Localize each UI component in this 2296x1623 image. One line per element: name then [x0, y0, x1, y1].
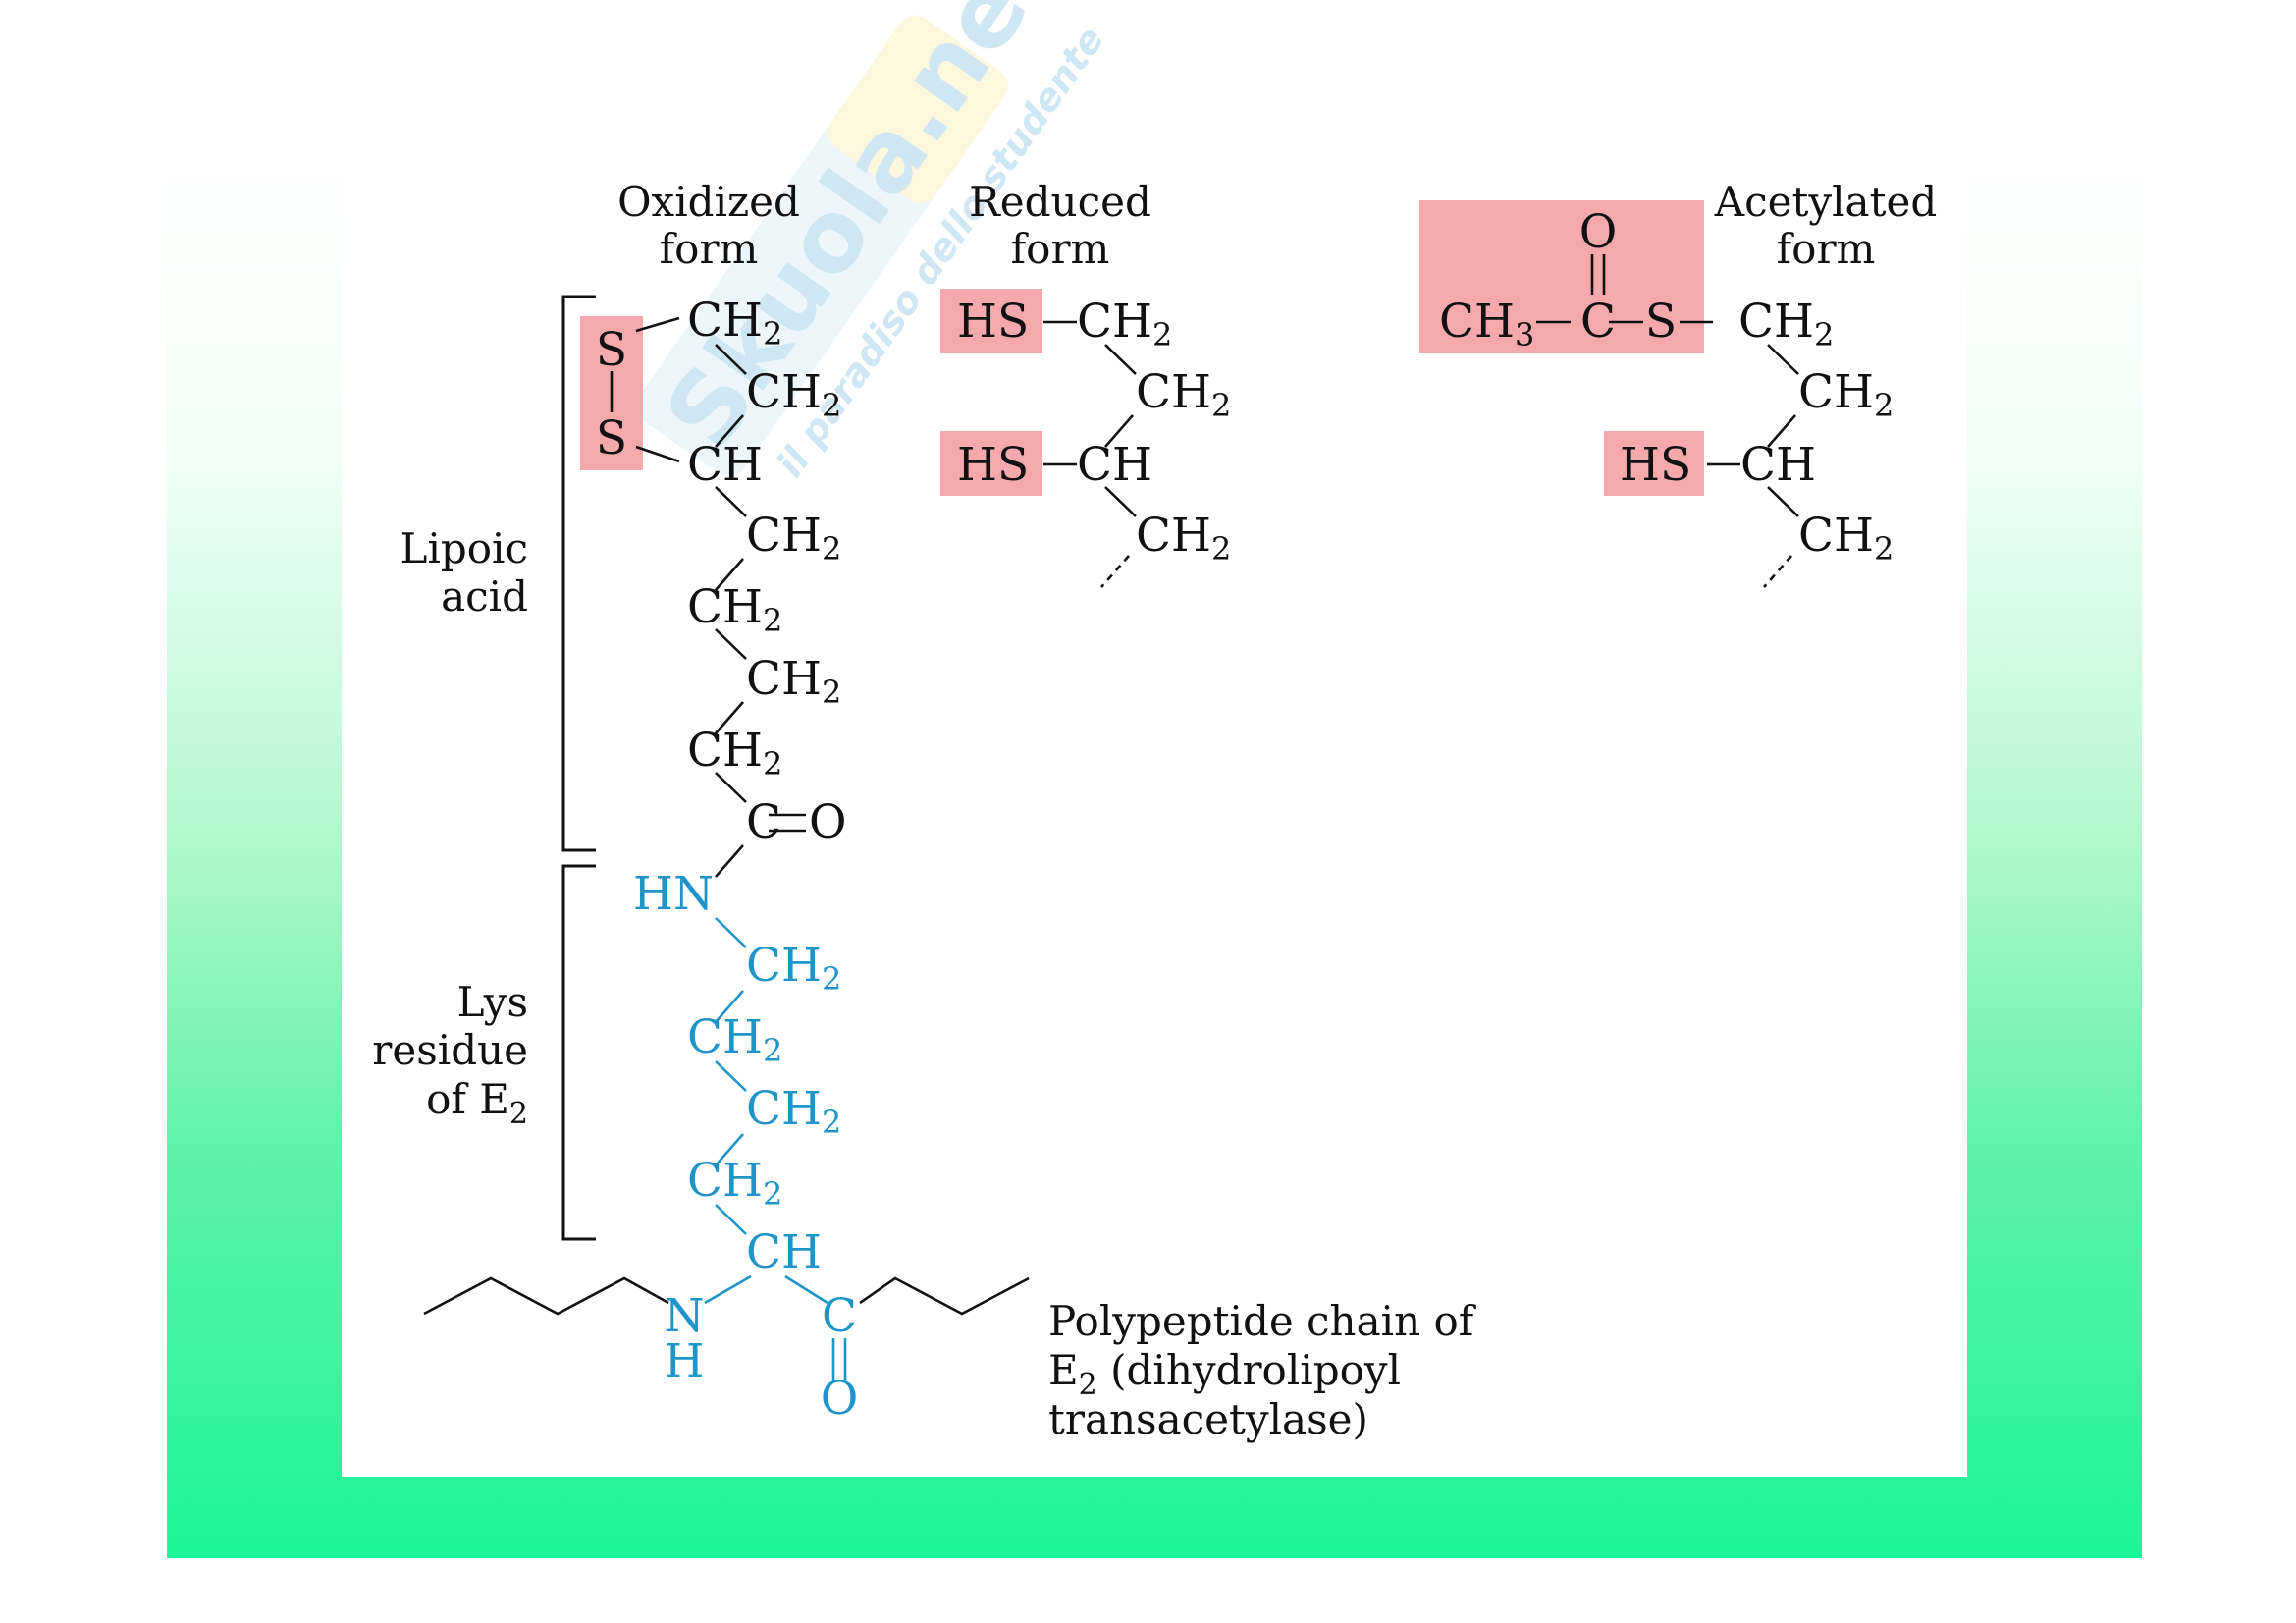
label-lys-subscript: 2: [509, 1097, 528, 1131]
atom-backbone-o: O: [821, 1372, 859, 1426]
atom-acetylated-ch2-2: CH2: [1798, 365, 1894, 424]
atom-ch3: CH3: [1439, 295, 1534, 353]
watermark-ribbon-accent: [827, 15, 1008, 204]
atom-reduced-ch: CH: [1077, 438, 1152, 492]
atom-ch2-2: CH2: [746, 365, 841, 424]
bonds-polypeptide-chain: [423, 1276, 1030, 1316]
atom-thioester-s: S: [1645, 295, 1677, 349]
highlight-thiol-acetylated: [1604, 431, 1704, 496]
caption-line3: transacetylase): [1048, 1395, 1368, 1443]
highlight-acetyl-thioester: [1419, 200, 1704, 353]
watermark-ribbon: [635, 15, 1008, 477]
atom-carbonyl-c: C: [746, 795, 781, 849]
label-lipoic-line1: Lipoic: [400, 524, 528, 572]
header-reduced-line1: Reduced: [969, 178, 1151, 226]
atom-ch: CH: [687, 438, 763, 492]
header-oxidized-line1: Oxidized: [617, 178, 800, 226]
atom-ch2-6: CH2: [687, 724, 782, 783]
brackets: [561, 295, 596, 1241]
atom-hs-reduced-top: HS: [957, 295, 1029, 349]
bonds-lysine: [704, 917, 847, 1380]
atom-acetyl-o: O: [1579, 205, 1618, 259]
atom-hn: HN: [633, 867, 714, 921]
atom-acetylated-ch2-1: CH2: [1738, 295, 1834, 353]
label-lys-line2: residue: [372, 1026, 528, 1074]
atom-lys-ch2-4: CH2: [687, 1154, 782, 1213]
highlight-thiol-reduced-top: [940, 289, 1042, 353]
header-oxidized-line2: form: [660, 225, 759, 273]
bonds-reduced: [1043, 320, 1137, 588]
highlight-thiol-reduced-bottom: [940, 431, 1042, 496]
atom-reduced-ch2-1: CH2: [1077, 295, 1172, 353]
atom-hs-reduced-bottom: HS: [957, 438, 1029, 492]
bracket-lipoic-acid: [561, 295, 596, 852]
atom-ch2-4: CH2: [687, 580, 782, 639]
label-lipoic-line2: acid: [441, 572, 528, 621]
header-reduced-line2: form: [1011, 225, 1110, 273]
bracket-lys-residue: [561, 864, 596, 1241]
atoms-lysine: HN CH2 CH2 CH2 CH2 CH N H C O: [633, 867, 858, 1426]
atom-acetylated-ch2-3: CH2: [1798, 509, 1894, 568]
atoms-reduced: HS CH2 CH2 HS CH CH2: [957, 295, 1231, 568]
label-lys-line1: Lys: [457, 978, 528, 1026]
caption-enzyme: (dihydrolipoyl: [1097, 1346, 1401, 1394]
header-acetylated-line2: form: [1777, 225, 1876, 273]
highlights: [580, 200, 1704, 496]
atom-s-top: S: [596, 323, 627, 377]
caption-e: E: [1048, 1346, 1079, 1394]
atom-acetyl-c: C: [1580, 295, 1616, 349]
atom-backbone-h: H: [665, 1334, 705, 1388]
atom-s-bottom: S: [596, 411, 627, 465]
atom-lys-ch2-3: CH2: [746, 1082, 841, 1141]
atoms-acetylated: O CH3 C S CH2 CH2 HS CH CH2: [1439, 205, 1894, 568]
atom-hs-acetylated: HS: [1620, 438, 1691, 492]
header-acetylated-line1: Acetylated: [1714, 178, 1937, 226]
caption-subscript: 2: [1079, 1368, 1097, 1402]
atom-acetylated-ch: CH: [1740, 438, 1816, 492]
atom-backbone-c: C: [822, 1289, 857, 1343]
caption-line1: Polypeptide chain of: [1048, 1297, 1477, 1345]
bonds-oxidized: [610, 316, 806, 878]
label-lys-line3: of E2: [426, 1075, 528, 1131]
atom-reduced-ch2-2: CH2: [1136, 365, 1231, 424]
atom-lys-ch2-1: CH2: [746, 939, 841, 998]
caption-line2: E2 (dihydrolipoyl: [1048, 1346, 1401, 1402]
atoms-oxidized: S S CH2 CH2 CH CH2 CH2 CH2 CH2 C O: [596, 294, 847, 849]
atom-backbone-n: N: [664, 1289, 704, 1343]
atom-ch2-3: CH2: [746, 509, 841, 568]
atom-lys-alpha-ch: CH: [746, 1225, 822, 1279]
atom-carbonyl-o: O: [809, 795, 847, 849]
label-lys-of-e: of E: [426, 1075, 509, 1123]
atom-ch2-5: CH2: [746, 652, 841, 711]
atom-lys-ch2-2: CH2: [687, 1010, 782, 1069]
bonds-acetylated: [1536, 254, 1799, 588]
atom-ch2-1: CH2: [687, 294, 782, 352]
atom-reduced-ch2-3: CH2: [1136, 509, 1231, 568]
